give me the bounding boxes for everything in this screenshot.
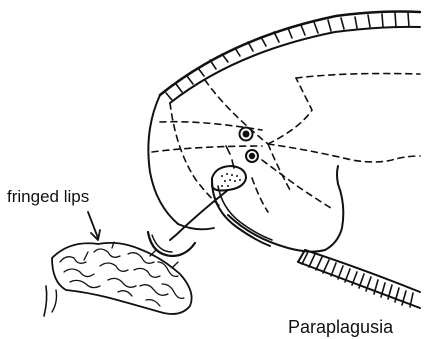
label-arrow	[88, 212, 100, 240]
dashed-contours	[152, 74, 420, 213]
dorsal-fin	[160, 12, 420, 104]
anal-fin	[298, 250, 420, 308]
genus-label: Paraplagusia	[288, 318, 393, 336]
fringed-lips-label: fringed lips	[7, 188, 89, 205]
mouth	[212, 166, 272, 246]
fringed-lips-detail	[44, 242, 192, 316]
eyes	[240, 128, 259, 163]
